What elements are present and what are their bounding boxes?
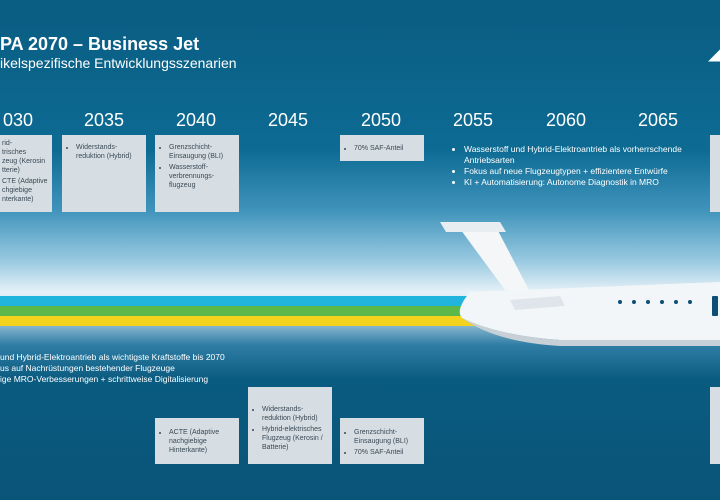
scenario-box-2050-bottom: Grenzschicht-Einsaugung (BLI)70% SAF-Ant… — [340, 418, 424, 464]
stripe-yellow — [0, 316, 515, 326]
scenario-box-2070-top — [710, 135, 720, 212]
year-label-2055: 2055 — [452, 110, 494, 130]
scenario-box-2050-top: 70% SAF-Anteil — [340, 135, 424, 161]
stripe-blue — [0, 296, 470, 306]
year-label-2030: 030 — [2, 110, 34, 130]
year-label-2035: 2035 — [83, 110, 125, 130]
year-label-2050: 2050 — [360, 110, 402, 130]
year-label-2065: 2065 — [637, 110, 679, 130]
scenario-box-2040-bottom: ACTE (Adaptive nachgiebige Hinterkante) — [155, 418, 239, 464]
page-title: PA 2070 – Business Jet — [0, 34, 200, 54]
top-bullet-list: Wasserstoff und Hybrid-Elektroantrieb al… — [452, 144, 702, 188]
stripe-green — [0, 306, 490, 316]
bottom-bullet-list: und Hybrid-Elektroantrieb als wichtigste… — [0, 352, 288, 385]
scenario-box-2035-top: Widerstands-reduktion (Hybrid) — [62, 135, 146, 212]
year-label-2040: 2040 — [175, 110, 217, 130]
year-label-2060: 2060 — [545, 110, 587, 130]
scenario-box-2045-bottom: Widerstands-reduktion (Hybrid)Hybrid-ele… — [248, 387, 332, 464]
logo-icon: ◢ — [708, 42, 720, 64]
page-subtitle: ikelspezifische Entwicklungsszenarien — [0, 55, 237, 71]
scenario-box-2070-bottom — [710, 387, 720, 464]
year-label-2045: 2045 — [267, 110, 309, 130]
scenario-box-2030-top: rid- trisches zeug (Kerosin tterie) CTE … — [0, 135, 52, 212]
scenario-box-2040-top: Grenzschicht-Einsaugung (BLI)Wasserstoff… — [155, 135, 239, 212]
